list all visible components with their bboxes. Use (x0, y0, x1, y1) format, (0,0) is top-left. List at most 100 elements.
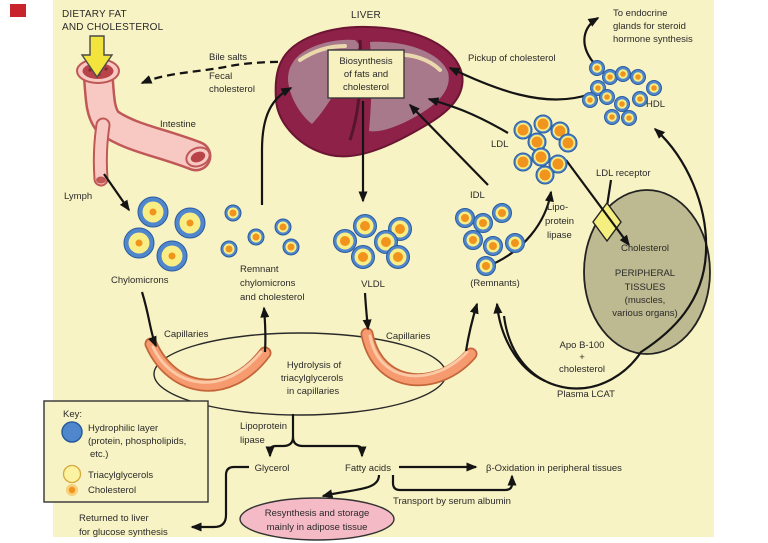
idl-label: IDL (470, 190, 485, 201)
adipose-ellipse (239, 497, 395, 541)
vldl-label: VLDL (361, 279, 385, 290)
remnant-line1: Remnant (240, 264, 279, 275)
vldl-particle (351, 245, 375, 269)
ldl-particle (548, 154, 568, 174)
ldl-label: LDL (491, 139, 508, 150)
hdl-particle (615, 66, 631, 82)
hdl-particle (646, 80, 662, 96)
glycerol-label: Glycerol (255, 463, 290, 474)
bile-salts-label: Bile salts (209, 52, 247, 63)
ldl-receptor-pointer-line (605, 179, 613, 207)
chylomicron-particle (123, 227, 155, 259)
hdl-particle (630, 69, 646, 85)
transport-label: Transport by serum albumin (393, 496, 511, 507)
key-hydrophilic-swatch (61, 421, 83, 443)
chylomicrons-label: Chylomicrons (111, 275, 169, 286)
vldl-particle (353, 214, 377, 238)
remnant-particle (220, 240, 238, 258)
ldl-receptor-label: LDL receptor (596, 168, 651, 179)
resynthesis-line2: mainly in adipose tissue (267, 522, 368, 533)
key-hydrophilic-line1: Hydrophilic layer (88, 423, 158, 434)
peripheral-line3: (muscles, (625, 295, 666, 306)
key-triacylglycerol-swatch (62, 464, 82, 484)
chylomicron-to-capillary-arrow (140, 291, 158, 348)
hdl-particle (589, 60, 605, 76)
capillary-to-remnants-arrow (464, 302, 479, 352)
idl-particle (463, 230, 483, 250)
lymph-label: Lymph (64, 191, 92, 202)
lipase-right-line3: lipase (547, 230, 572, 241)
transport-albumin-arrow (391, 474, 517, 492)
lymph-arrow (103, 173, 130, 212)
flow-arrows (103, 17, 708, 532)
remnant-particle (282, 238, 300, 256)
apo-line3: cholesterol (559, 364, 605, 375)
endocrine-line1: To endocrine (613, 8, 667, 19)
dietary-fat-line2: AND CHOLESTEROL (62, 22, 164, 33)
fatty-to-adipose-arrow (321, 474, 381, 499)
idl-particle (505, 233, 525, 253)
key-title: Key: (63, 409, 82, 420)
lipoprotein-particles (123, 60, 662, 276)
apo-line1: Apo B-100 (560, 340, 605, 351)
vldl-to-capillary-arrow (362, 292, 372, 331)
hdl-particle (582, 92, 598, 108)
plasma-lcat-label: Plasma LCAT (557, 389, 615, 400)
hdl-particle (599, 89, 615, 105)
loop-to-remnants-arrow (493, 302, 546, 383)
hydrolysis-line1: Hydrolysis of (287, 360, 342, 371)
corner-marker (10, 4, 26, 17)
fecal-line1: Fecal (209, 71, 232, 82)
lipoprotein-lipase-arrow (485, 190, 554, 269)
ldl-receptor-diamond (592, 201, 622, 243)
capillaries-left-label: Capillaries (164, 329, 209, 340)
fatty-acids-label: Fatty acids (345, 463, 391, 474)
hdl-particle (621, 110, 637, 126)
returned-line1: Returned to liver (79, 513, 149, 524)
key-triacylglycerols-label: Triacylglycerols (88, 470, 153, 481)
ldl-particle (558, 133, 578, 153)
bile-salts-arrow (140, 60, 331, 85)
dietary-intake-block-arrow (80, 35, 114, 79)
idl-particle (473, 213, 493, 233)
hdl-to-liver-pickup-arrow (448, 67, 591, 101)
peripheral-line2: TISSUES (625, 282, 666, 293)
key-cholesterol-label: Cholesterol (88, 485, 136, 496)
hdl-label: HDL (646, 99, 665, 110)
ldl-particle (513, 120, 533, 140)
lipase-right-line1: Lipo- (547, 202, 568, 213)
glycerol-to-liver-arrow (190, 465, 249, 532)
lipase-left-line1: Lipoprotein (240, 421, 287, 432)
capillary-left (144, 337, 272, 392)
key-cholesterol-core (68, 486, 76, 494)
vldl-particle (388, 217, 412, 241)
ldl-particle (513, 152, 533, 172)
endocrine-line3: hormone synthesis (613, 34, 693, 45)
hdl-particle (632, 91, 648, 107)
remnants-label: (Remnants) (470, 278, 520, 289)
hdl-particle (614, 96, 630, 112)
ldl-particle (527, 132, 547, 152)
lipase-right-line2: protein (545, 216, 574, 227)
intestine-label: Intestine (160, 119, 196, 130)
biosynthesis-line2: of fats and (344, 69, 388, 80)
ldl-particle (535, 165, 555, 185)
pickup-label: Pickup of cholesterol (468, 53, 556, 64)
remnant-to-liver-arrow (260, 87, 293, 205)
hydrolysis-line3: in capillaries (287, 386, 340, 397)
endocrine-line2: glands for steroid (613, 21, 686, 32)
idl-to-liver-arrow (408, 103, 489, 186)
capillaries-right-label: Capillaries (386, 331, 431, 342)
peripheral-line1: PERIPHERAL (615, 268, 675, 279)
branch-to-fatty-acids-arrow (291, 436, 367, 458)
ldl-to-liver-arrow (427, 97, 509, 134)
chylomicron-particle (156, 240, 188, 272)
remnant-particle (247, 228, 265, 246)
biosynthesis-box (327, 49, 405, 99)
hdl-particle (602, 69, 618, 85)
key-legend: Key: Hydrophilic layer (protein, phospho… (43, 400, 209, 503)
key-hydrophilic-line3: etc.) (90, 449, 108, 460)
beta-oxidation-label: β-Oxidation in peripheral tissues (486, 463, 622, 474)
tissue-cholesterol-label: Cholesterol (621, 243, 669, 254)
